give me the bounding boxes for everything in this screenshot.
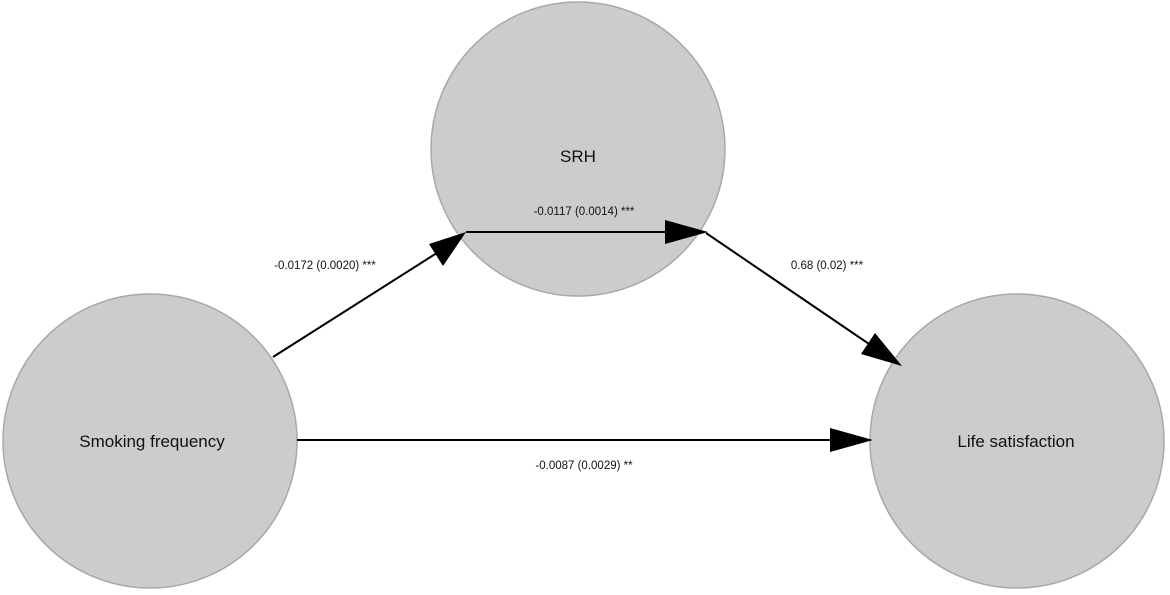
edge-srh-across-arrowhead <box>665 220 708 244</box>
edge-smoking-to-srh-label: -0.0172 (0.0020) *** <box>274 260 376 272</box>
edge-smoking-to-srh-line <box>272 250 441 358</box>
edge-srh-to-life-arrowhead <box>861 333 902 366</box>
edge-srh-to-life-label: 0.68 (0.02) *** <box>791 260 864 272</box>
node-life-satisfaction-circle <box>869 293 1165 589</box>
node-srh: SRH <box>430 1 726 297</box>
edge-smoking-to-srh-arrowhead <box>429 232 466 266</box>
edge-srh-across <box>466 220 708 244</box>
node-srh-circle <box>430 1 726 297</box>
node-life-satisfaction-label: Life satisfaction <box>957 432 1074 451</box>
edge-smoking-to-life <box>297 428 873 452</box>
node-srh-label: SRH <box>560 147 596 166</box>
node-smoking-frequency-label: Smoking frequency <box>79 432 225 451</box>
edge-smoking-to-srh <box>272 232 466 358</box>
edge-srh-to-life <box>705 232 902 366</box>
edge-srh-across-label: -0.0117 (0.0014) *** <box>534 206 635 218</box>
edge-smoking-to-life-label: -0.0087 (0.0029) ** <box>535 460 633 472</box>
edge-srh-to-life-line <box>705 232 873 347</box>
edge-smoking-to-life-arrowhead <box>830 428 873 452</box>
node-life-satisfaction: Life satisfaction <box>869 293 1165 589</box>
node-smoking-frequency: Smoking frequency <box>2 293 298 589</box>
